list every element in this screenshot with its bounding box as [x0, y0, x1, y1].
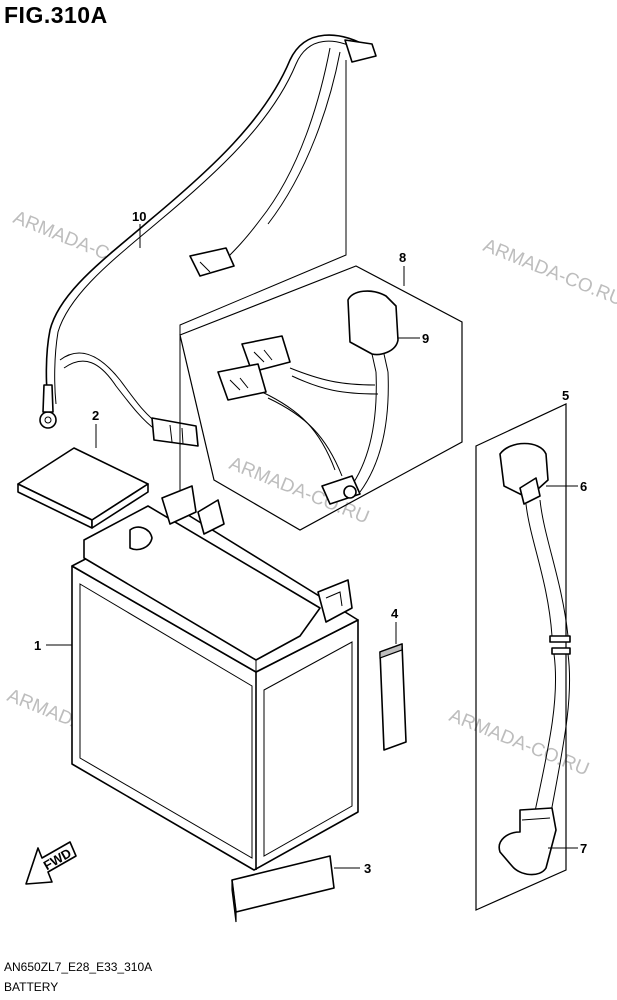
battery-cable-10: [39, 34, 377, 490]
callout-8: 8: [399, 250, 406, 265]
callout-1: 1: [34, 638, 41, 653]
callout-9: 9: [422, 331, 429, 346]
callout-10: 10: [132, 209, 146, 224]
pad-3: [231, 855, 335, 923]
cable-group-5: [475, 403, 571, 911]
callout-3: 3: [364, 861, 371, 876]
figure-title: FIG.310A: [4, 2, 108, 28]
model-code: AN650ZL7_E28_E33_310A: [4, 960, 153, 974]
watermark-2: ARMADA-CO.RU: [480, 235, 617, 310]
callout-2: 2: [92, 408, 99, 423]
battery-1: [71, 485, 359, 871]
leader-lines: [46, 224, 578, 869]
callout-5: 5: [562, 388, 569, 403]
section-name: BATTERY: [4, 980, 59, 994]
fwd-arrow: FWD: [25, 841, 77, 885]
callout-6: 6: [580, 479, 587, 494]
part-4: [379, 643, 407, 751]
callouts: 10 2 1 8 9 5 6 4 7 3: [34, 209, 587, 876]
watermark-5: ARMADA-CO.RU: [446, 705, 592, 780]
pad-2: [17, 447, 149, 529]
cable-group-8: [179, 265, 463, 531]
callout-4: 4: [391, 606, 399, 621]
callout-7: 7: [580, 841, 587, 856]
